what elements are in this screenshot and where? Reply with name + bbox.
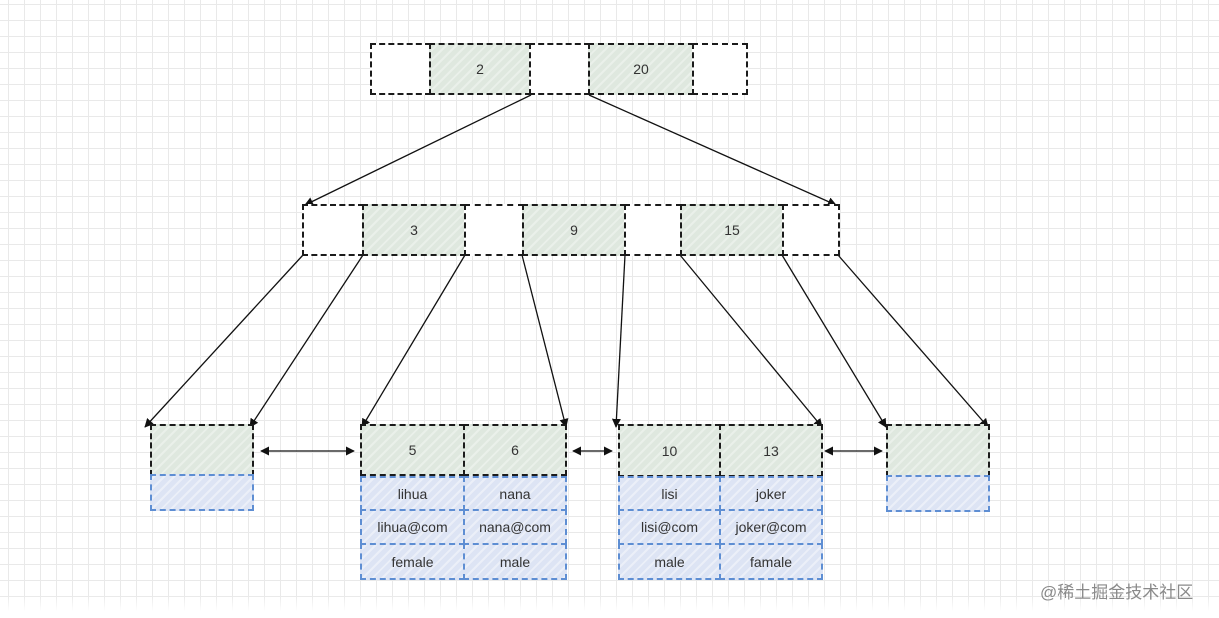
edge-to-leaf-4b [837,254,989,428]
internal-pointer-slot [624,204,682,256]
root-pointer-slot [370,43,431,95]
edge-to-leaf-3b [679,254,823,428]
leaf-key-cell [886,424,990,477]
edge-to-leaf-2b [521,254,569,428]
watermark-text: @稀土掘金技术社区 [1040,583,1194,602]
edge-to-leaf-1a [144,254,304,428]
internal-key-cell: 3 [362,204,466,256]
internal-key-cell: 15 [680,204,784,256]
edge-to-leaf-3a [611,254,626,428]
leaf-key-cell: 10 [618,424,721,477]
leaf-data-cell: nana@com [463,509,567,545]
internal-pointer-slot [302,204,364,256]
leaf-key-cell: 6 [463,424,567,476]
leaf-data-cell: joker@com [719,509,823,545]
root-pointer-slot [529,43,590,95]
leaf-data-cell [886,475,990,512]
leaf-key-cell: 5 [360,424,465,476]
leaf-key-cell [150,424,254,476]
leaf-data-cell: lisi [618,476,721,511]
leaf-data-cell: nana [463,476,567,511]
leaf-data-cell: male [618,543,721,580]
leaf-data-cell [150,474,254,511]
leaf-data-cell: joker [719,476,823,511]
leaf-data-cell: lihua [360,476,465,511]
edge-to-leaf-2a [361,254,466,428]
internal-pointer-slot [464,204,524,256]
leaf-data-cell: lihua@com [360,509,465,545]
root-pointer-slot [692,43,748,95]
canvas-bottom-fade [0,596,1219,618]
edge-to-leaf-1b [249,254,364,428]
internal-key-cell: 9 [522,204,626,256]
leaf-data-cell: famale [719,543,823,580]
root-key-cell: 2 [429,43,531,95]
root-edge-left [304,94,532,206]
leaf-key-cell: 13 [719,424,823,477]
root-key-cell: 20 [588,43,694,95]
edge-to-leaf-4a [781,254,887,428]
leaf-data-cell: lisi@com [618,509,721,545]
internal-pointer-slot [782,204,840,256]
leaf-data-cell: female [360,543,465,580]
leaf-data-cell: male [463,543,567,580]
root-edge-right [588,94,837,206]
